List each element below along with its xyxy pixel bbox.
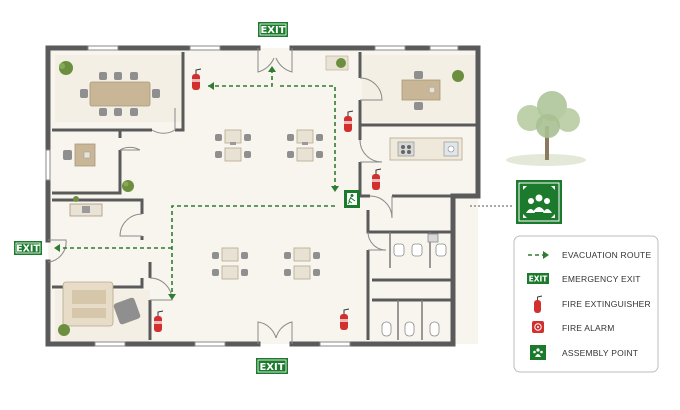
plant-icon	[325, 55, 349, 71]
fire-extinguisher-icon	[343, 110, 354, 132]
assembly-point-icon	[516, 180, 562, 224]
kitchen-counter	[389, 137, 463, 161]
legend-exit-icon-text: EXIT	[529, 275, 549, 284]
fire-extinguisher-icon	[371, 168, 382, 190]
legend-label-extinguisher: FIRE EXTINGUISHER	[562, 299, 651, 309]
workstations-top	[215, 129, 323, 162]
windows	[45, 45, 459, 347]
lounge-sofa	[62, 281, 141, 327]
tree-icon	[506, 91, 586, 166]
assembly-point-icon	[530, 345, 546, 360]
legend: EVACUATION ROUTE EXIT EMERGENCY EXIT FIR…	[513, 235, 659, 373]
evacuation-route	[58, 70, 336, 296]
legend-item-extinguisher: FIRE EXTINGUISHER	[534, 295, 651, 313]
office-desk-right	[401, 70, 464, 110]
exit-sign-bottom: EXIT	[256, 358, 288, 374]
emergency-exit-icon	[527, 273, 549, 284]
fire-extinguisher-icon	[339, 308, 350, 330]
exit-sign-top-label: EXIT	[260, 25, 285, 36]
legend-label-route: EVACUATION ROUTE	[562, 250, 651, 260]
workstations-bottom	[212, 247, 320, 280]
exit-sign-bottom-label: EXIT	[259, 362, 284, 373]
plant-icon	[122, 180, 134, 192]
legend-label-alarm: FIRE ALARM	[562, 323, 615, 333]
reception-desk	[69, 196, 103, 217]
legend-item-exit: EXIT EMERGENCY EXIT	[527, 273, 641, 284]
office-desk-left	[63, 143, 96, 167]
fire-extinguisher-icon	[153, 310, 164, 332]
exit-sign-left-label: EXIT	[16, 244, 40, 255]
meeting-table	[80, 72, 160, 116]
restroom-fixtures	[381, 233, 447, 337]
emergency-exit-icon	[344, 190, 360, 208]
exit-sign-top: EXIT	[258, 22, 288, 37]
legend-label-assembly: ASSEMBLY POINT	[562, 348, 638, 358]
outer-walls	[45, 45, 481, 347]
legend-item-route: EVACUATION ROUTE	[528, 250, 651, 260]
legend-item-assembly: ASSEMBLY POINT	[530, 345, 638, 360]
fire-alarm-icon	[532, 321, 544, 333]
exit-sign-left: EXIT	[14, 241, 42, 255]
route-arrowheads	[54, 66, 339, 300]
legend-item-alarm: FIRE ALARM	[532, 321, 615, 333]
legend-label-exit: EMERGENCY EXIT	[562, 274, 641, 284]
plant-icon	[59, 61, 73, 75]
fire-extinguisher-icon	[534, 295, 543, 313]
fire-extinguisher-icon	[191, 68, 202, 90]
plant-icon	[58, 324, 70, 336]
